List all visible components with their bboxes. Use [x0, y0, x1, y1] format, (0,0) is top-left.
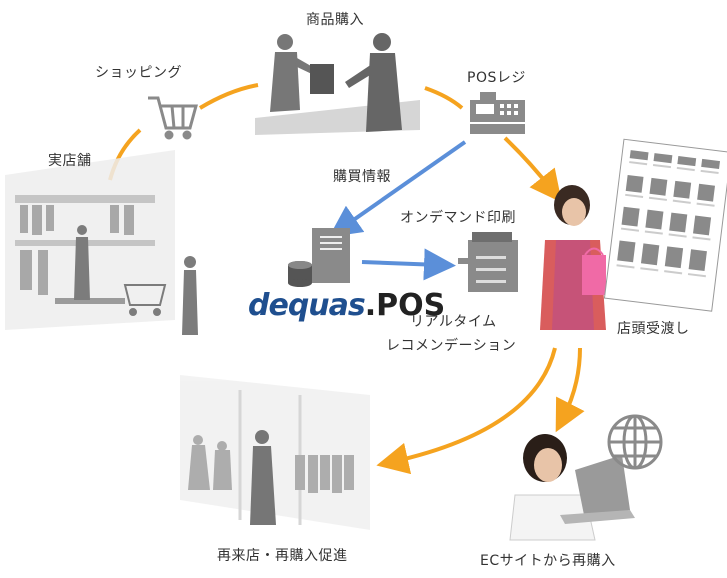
label-purchase-info: 購買情報 — [333, 169, 391, 185]
label-revisit: 再来店・再購入促進 — [217, 548, 348, 564]
dequas-pos-logo: dequas.POS — [248, 288, 445, 323]
label-pos-register: POSレジ — [467, 70, 526, 86]
label-store: 実店舗 — [48, 153, 92, 169]
flow-arrow-cart-to-purchase — [198, 83, 259, 110]
label-realtime-line1: リアルタイム — [410, 314, 497, 330]
printed-catalog-illustration — [603, 138, 727, 312]
on-demand-printer-icon — [458, 232, 518, 292]
logo-main: dequas — [248, 288, 366, 323]
logo-suffix: .POS — [364, 288, 446, 323]
label-store-handover: 店頭受渡し — [617, 321, 690, 337]
pos-register-icon — [470, 92, 525, 134]
customer-illustration — [540, 185, 606, 330]
flow-arrow-customer-to-ec — [555, 347, 585, 433]
label-ec-repurchase: ECサイトから再購入 — [480, 553, 616, 569]
globe-icon — [607, 414, 663, 470]
purchase-scene-illustration — [255, 33, 420, 135]
label-on-demand-print: オンデマンド印刷 — [400, 210, 516, 226]
data-arrow-pos-to-server — [328, 140, 467, 238]
server-database-icon — [288, 228, 350, 287]
shopping-cart-icon — [148, 96, 198, 140]
label-purchase: 商品購入 — [306, 12, 364, 28]
flow-arrow-purchase-to-pos — [424, 86, 464, 110]
flow-arrow-pos-to-customer — [503, 136, 562, 203]
label-realtime-line2: レコメンデーション — [386, 338, 517, 354]
flow-arrow-customer-to-revisit — [376, 347, 557, 475]
revisit-store-illustration — [180, 375, 370, 530]
store-illustration — [5, 150, 198, 335]
label-shopping: ショッピング — [95, 65, 182, 81]
ec-customer-illustration — [509, 434, 635, 541]
data-arrow-server-to-printer — [361, 248, 456, 281]
